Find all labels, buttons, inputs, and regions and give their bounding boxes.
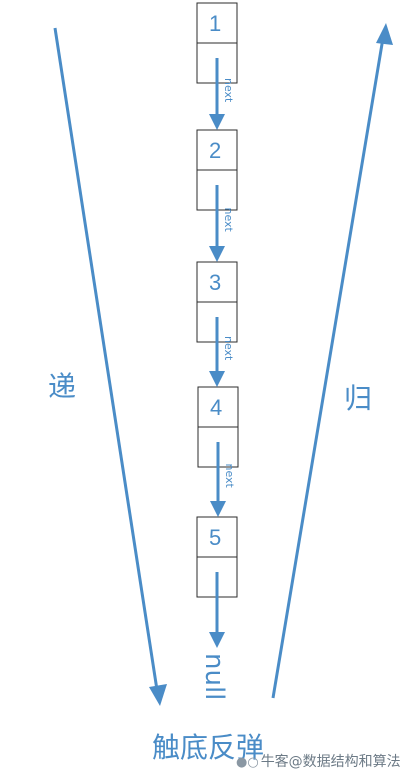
null-label: null [199,653,229,700]
nodes-layer: 1 2 3 4 5 [196,2,239,598]
bottom-label: 触底反弹 [152,731,264,764]
next-label: next [222,78,235,103]
return-arrow [271,23,393,699]
watermark: ●○牛客@数据结构和算法 [236,751,401,771]
link-arrowhead [210,501,226,517]
node-value: 5 [209,525,221,550]
link-arrowhead [209,632,225,648]
node-value-cell [196,129,238,171]
next-link: next [209,317,235,387]
link-arrowhead [209,371,225,387]
node-value-cell [196,516,238,558]
next-label: next [222,336,235,361]
node-value: 3 [209,270,221,295]
recursion-label: 递 [48,370,76,403]
recursion-arrow [53,27,167,706]
wechat-icon: ●○ [236,755,259,770]
node-value-cell [196,2,238,44]
node-value: 2 [209,138,221,163]
links-layer: next next next next [209,58,236,648]
link-arrowhead [209,246,225,262]
node-value: 4 [210,395,222,420]
node-value-cell [197,386,239,428]
next-link: next [209,58,235,130]
node-value: 1 [209,11,221,36]
return-label: 归 [344,382,372,415]
next-link: next [209,185,235,262]
link-arrowhead [209,114,225,130]
next-label: next [222,208,235,233]
null-link [209,572,225,648]
watermark-text: 牛客@数据结构和算法 [260,754,401,770]
next-link: next [210,442,236,517]
next-label: next [223,464,236,489]
